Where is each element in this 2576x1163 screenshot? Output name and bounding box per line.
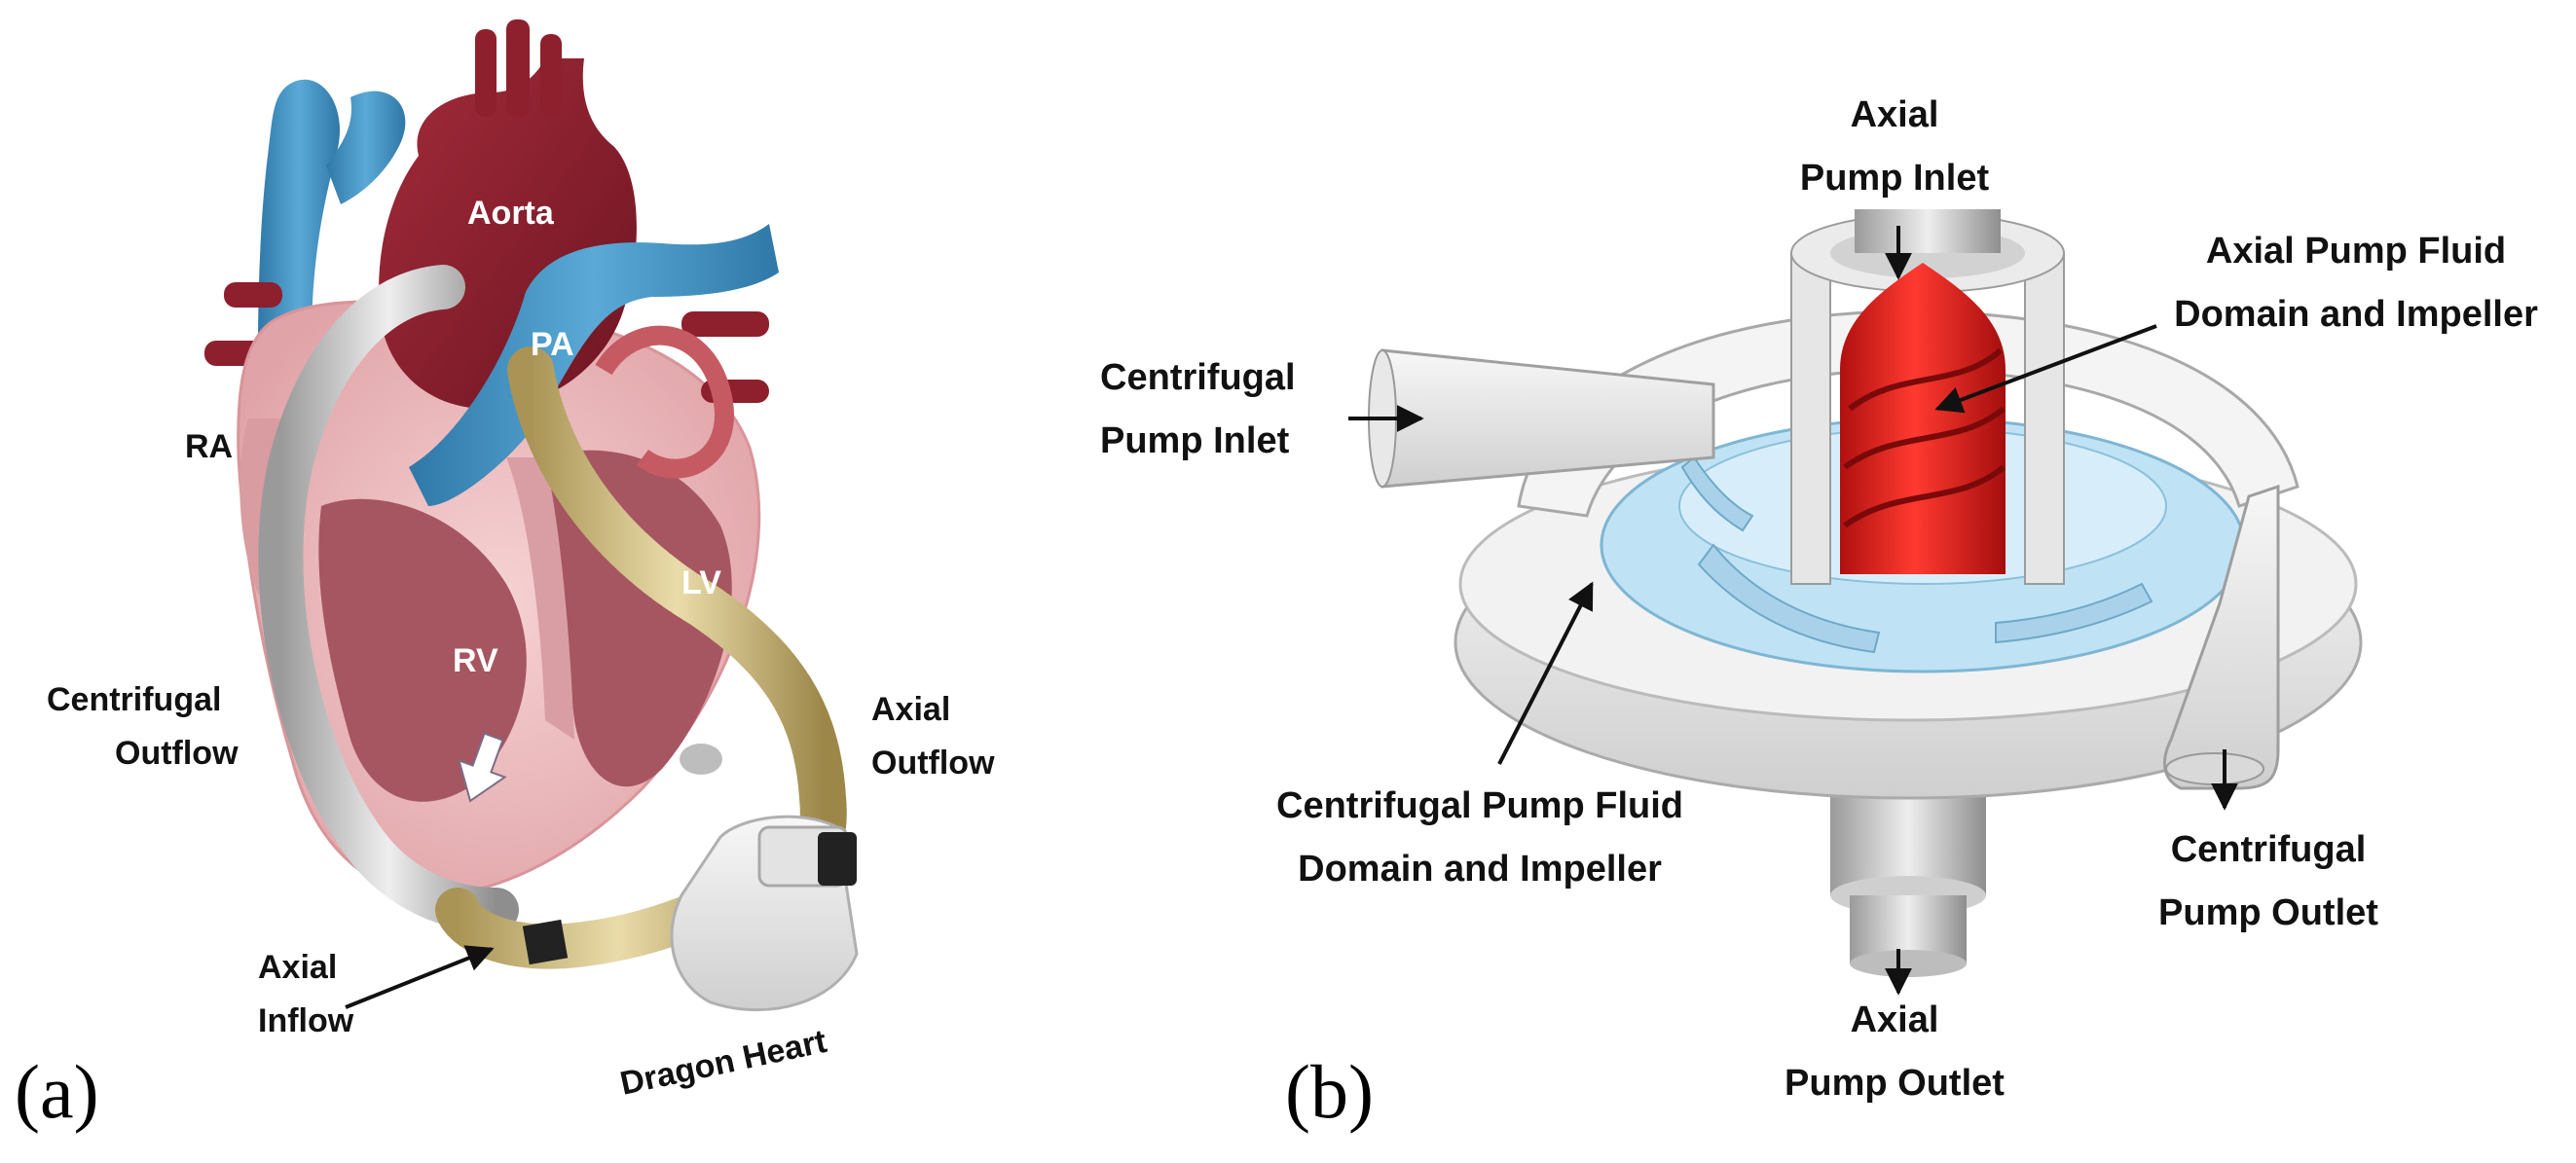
aortic-branch-2 bbox=[506, 19, 530, 117]
label-centrifugal-inlet-1: Centrifugal bbox=[1100, 357, 1296, 398]
dragon-heart-device bbox=[670, 744, 859, 1012]
aortic-branch-1 bbox=[475, 29, 497, 117]
label-axial-pump-inlet-1: Axial bbox=[1851, 94, 1939, 135]
label-axial-outlet-1: Axial bbox=[1851, 999, 1939, 1040]
pulmonary-vein-ring bbox=[595, 325, 734, 479]
label-axial-outflow-2: Outflow bbox=[871, 745, 995, 781]
axial-impeller bbox=[1840, 263, 2006, 574]
label-centrifugal-outlet-1: Centrifugal bbox=[2171, 829, 2367, 870]
septum bbox=[506, 457, 574, 740]
label-axial-inflow-2: Inflow bbox=[258, 1002, 354, 1039]
superior-vena-cava bbox=[258, 79, 340, 350]
label-axial-inflow-1: Axial bbox=[258, 949, 337, 986]
centrifugal-outflow-graft bbox=[258, 265, 519, 932]
arrow-axial-fluid bbox=[1934, 324, 2157, 414]
centrifugal-outlet-pipe bbox=[2162, 484, 2280, 790]
inflow-arrow bbox=[458, 732, 507, 803]
red-branch-left-1 bbox=[224, 282, 282, 308]
label-aorta: Aorta bbox=[467, 195, 555, 232]
label-centrifugal-fluid-2: Domain and Impeller bbox=[1298, 849, 1662, 890]
label-axial-fluid-1: Axial Pump Fluid bbox=[2206, 231, 2506, 272]
centrifugal-blade-1 bbox=[1697, 543, 1881, 654]
red-branch-right-1 bbox=[681, 311, 769, 337]
upper-housing bbox=[1517, 309, 2300, 518]
vein-branch bbox=[326, 91, 406, 204]
axial-cylinder-wall-left bbox=[1790, 252, 1831, 585]
axial-cylinder-wall-right bbox=[2024, 252, 2065, 585]
axial-inflow-leader bbox=[345, 945, 495, 1009]
label-pa: PA bbox=[531, 326, 574, 363]
label-axial-pump-inlet-2: Pump Inlet bbox=[1800, 158, 1990, 199]
arrow-centrifugal-fluid bbox=[1497, 581, 1594, 765]
label-centrifugal-fluid-1: Centrifugal Pump Fluid bbox=[1276, 785, 1683, 826]
label-centrifugal-inlet-2: Pump Inlet bbox=[1100, 420, 1290, 461]
aortic-branch-3 bbox=[540, 34, 562, 117]
label-axial-fluid-2: Domain and Impeller bbox=[2174, 294, 2538, 335]
centrifugal-blade-3 bbox=[1680, 455, 1754, 532]
panel-a: Aorta PA RA LV RV Centrifugal Outflow Ax… bbox=[15, 19, 995, 1134]
panel-b-letter: (b) bbox=[1285, 1049, 1374, 1134]
label-centrifugal-outflow-2: Outflow bbox=[115, 735, 239, 772]
label-ra: RA bbox=[185, 428, 233, 465]
label-centrifugal-outlet-2: Pump Outlet bbox=[2158, 892, 2378, 933]
centrifugal-blade-2 bbox=[1995, 582, 2153, 644]
panel-b: Axial Pump Inlet Axial Pump Fluid Domain… bbox=[1100, 94, 2538, 1134]
label-centrifugal-outflow-1: Centrifugal bbox=[47, 681, 221, 718]
label-axial-outflow-1: Axial bbox=[871, 691, 950, 728]
panel-a-letter: (a) bbox=[15, 1049, 99, 1134]
label-lv: LV bbox=[681, 564, 721, 601]
label-dragon-heart: Dragon Heart bbox=[617, 1023, 830, 1103]
axial-inlet-tube bbox=[1855, 209, 2001, 253]
right-ventricle-chamber bbox=[318, 498, 527, 802]
label-rv: RV bbox=[453, 642, 498, 679]
label-axial-outlet-2: Pump Outlet bbox=[1785, 1063, 2005, 1104]
inflow-cuff bbox=[522, 919, 569, 965]
pulmonary-artery bbox=[409, 224, 779, 506]
